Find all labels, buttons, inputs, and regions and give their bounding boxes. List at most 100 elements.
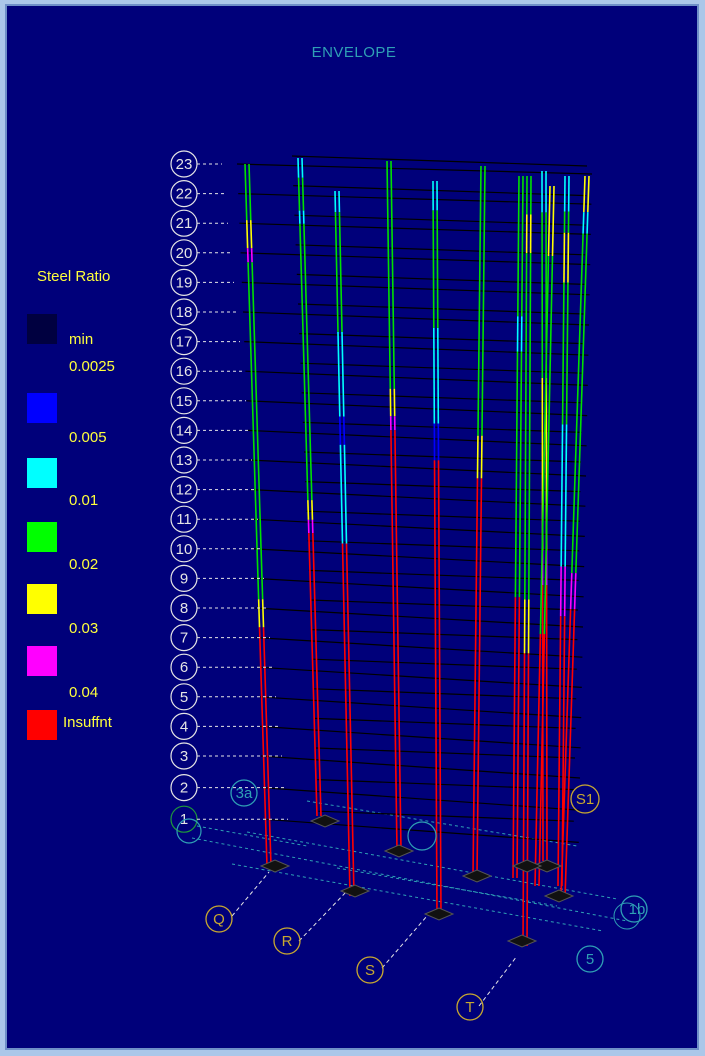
legend-swatch-min — [27, 314, 57, 344]
legend-label-0.005: 0.005 — [69, 429, 107, 446]
svg-text:S: S — [365, 962, 375, 979]
svg-text:3: 3 — [180, 748, 188, 765]
level-marker-4: 4 — [170, 712, 279, 741]
legend-title: Steel Ratio — [37, 268, 111, 285]
column-9 — [557, 175, 570, 887]
level-marker-22: 22 — [170, 180, 225, 208]
grid-bubble-cluster-left — [176, 818, 437, 851]
legend-label-0.03: 0.03 — [69, 620, 99, 637]
legend-label-min: min — [69, 331, 94, 348]
svg-text:5: 5 — [180, 689, 188, 706]
column-5 — [432, 180, 442, 917]
svg-text:15: 15 — [176, 393, 193, 410]
svg-text:13: 13 — [176, 452, 193, 469]
legend-swatch-0.03 — [27, 646, 57, 676]
svg-text:S1: S1 — [576, 791, 594, 808]
grid-bubble-3a: 3a — [230, 779, 258, 807]
column-base-5 — [423, 907, 455, 921]
svg-text:T: T — [465, 999, 474, 1016]
columns — [244, 157, 590, 947]
level-marker-18: 18 — [170, 298, 237, 326]
legend-swatch-0.0025 — [27, 393, 57, 423]
level-marker-19: 19 — [170, 268, 234, 296]
svg-text:9: 9 — [180, 570, 188, 587]
column-bases — [259, 814, 575, 948]
svg-text:14: 14 — [176, 422, 193, 439]
column-base-4 — [383, 844, 415, 858]
column-3 — [334, 190, 355, 897]
level-marker-5: 5 — [170, 683, 276, 711]
column-2 — [297, 157, 322, 817]
svg-text:7: 7 — [180, 630, 188, 647]
column-6 — [472, 165, 486, 877]
svg-text:3a: 3a — [236, 785, 253, 802]
svg-text:12: 12 — [176, 482, 193, 499]
grid-axis-lines — [231, 871, 518, 1007]
level-marker-23: 23 — [170, 150, 222, 178]
grid-bubble-T: T — [456, 993, 484, 1021]
grid-bubble-S1: S1 — [570, 784, 600, 814]
structure-view-panel: ENVELOPE Steel Ratio min 0.0025 0.005 0.… — [5, 4, 699, 1050]
column-7 — [522, 175, 532, 947]
level-marker-6: 6 — [170, 653, 273, 681]
column-base-1 — [259, 859, 291, 873]
level-marker-3: 3 — [170, 742, 282, 770]
floor-slabs — [236, 155, 593, 843]
svg-text:Q: Q — [213, 911, 225, 928]
column-base-7 — [506, 934, 538, 948]
column-12 — [534, 185, 555, 887]
legend-label-0.04: 0.04 — [69, 684, 99, 701]
svg-text:11: 11 — [176, 511, 192, 528]
svg-text:R: R — [282, 933, 293, 950]
view-title: ENVELOPE — [311, 44, 397, 61]
column-1 — [244, 163, 272, 867]
column-base-2 — [309, 814, 341, 828]
column-4 — [386, 160, 402, 852]
svg-text:19: 19 — [176, 274, 193, 291]
svg-text:22: 22 — [176, 186, 193, 203]
svg-text:17: 17 — [176, 334, 193, 351]
svg-text:4: 4 — [180, 718, 188, 735]
level-marker-20: 20 — [170, 239, 231, 267]
svg-text:21: 21 — [176, 215, 193, 232]
legend-label-0.0025: 0.0025 — [69, 358, 115, 375]
level-marker-17: 17 — [170, 328, 240, 356]
grid-bubble-R: R — [273, 927, 301, 955]
svg-text:2: 2 — [180, 780, 188, 797]
svg-text:6: 6 — [180, 659, 188, 676]
grid-bubble-Q: Q — [205, 905, 233, 933]
grid-bubbles: Q R S T 3a S1 — [176, 779, 648, 1021]
legend-swatch-0.005 — [27, 458, 57, 488]
svg-text:18: 18 — [176, 304, 193, 321]
column-base-3 — [339, 884, 371, 898]
svg-text:8: 8 — [180, 600, 188, 617]
level-marker-15: 15 — [170, 387, 246, 415]
column-base-8 — [543, 889, 575, 903]
svg-text:5: 5 — [586, 951, 594, 968]
level-marker-10: 10 — [170, 535, 261, 563]
level-marker-8: 8 — [170, 594, 267, 622]
column-11 — [512, 175, 524, 879]
svg-text:23: 23 — [176, 156, 193, 173]
level-marker-9: 9 — [170, 564, 264, 593]
level-marker-14: 14 — [170, 416, 249, 444]
level-marker-12: 12 — [170, 476, 255, 504]
grid-bubble-S: S — [356, 956, 384, 984]
legend-label-insuffnt: Insuffnt — [63, 714, 112, 731]
level-marker-2: 2 — [170, 773, 285, 802]
level-marker-21: 21 — [170, 209, 228, 237]
svg-text:1b: 1b — [629, 901, 646, 918]
level-marker-16: 16 — [170, 357, 243, 385]
level-marker-11: 11 — [170, 505, 258, 533]
column-base-9 — [531, 859, 563, 873]
legend-label-0.02: 0.02 — [69, 556, 99, 573]
legend-swatch-0.01 — [27, 522, 57, 552]
column-base-10 — [511, 859, 543, 873]
level-marker-7: 7 — [170, 623, 270, 652]
grid-bubble-5: 5 — [576, 945, 604, 973]
column-10 — [560, 175, 590, 899]
level-marker-13: 13 — [170, 446, 252, 474]
legend-label-0.01: 0.01 — [69, 492, 99, 509]
